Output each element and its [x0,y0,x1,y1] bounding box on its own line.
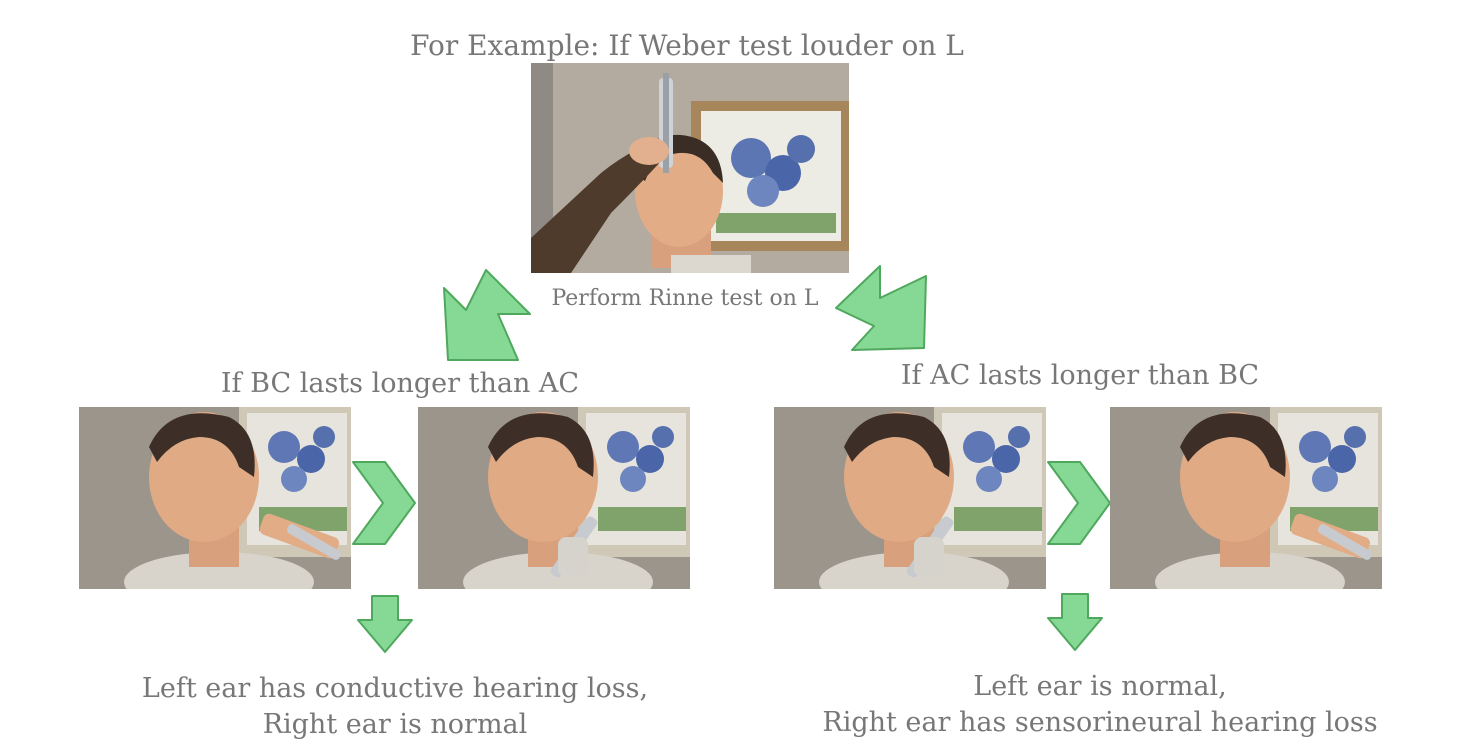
right-first-photo [774,407,1046,589]
left-air-conduction-photo [418,407,690,589]
right-arrow-down-icon [1047,593,1103,651]
right-conclusion-line2: Right ear has sensorineural hearing loss [822,707,1378,738]
arrow-down-right-icon [835,265,927,351]
left-conclusion-line2: Right ear is normal [262,709,528,740]
right-second-photo [1110,407,1382,589]
right-chevron-right-icon [1047,461,1111,545]
left-branch-condition: If BC lasts longer than AC [220,368,580,399]
diagram-title: For Example: If Weber test louder on L [410,29,964,62]
right-branch-condition: If AC lasts longer than BC [900,360,1260,391]
left-arrow-down-icon [357,595,413,653]
weber-test-photo [531,63,849,273]
left-conclusion-line1: Left ear has conductive hearing loss, [141,673,649,704]
rinne-step-label: Perform Rinne test on L [551,286,819,311]
left-chevron-right-icon [352,461,416,545]
right-conclusion-line1: Left ear is normal, [973,671,1227,702]
left-bone-conduction-photo [79,407,351,589]
arrow-down-left-icon [443,269,531,361]
